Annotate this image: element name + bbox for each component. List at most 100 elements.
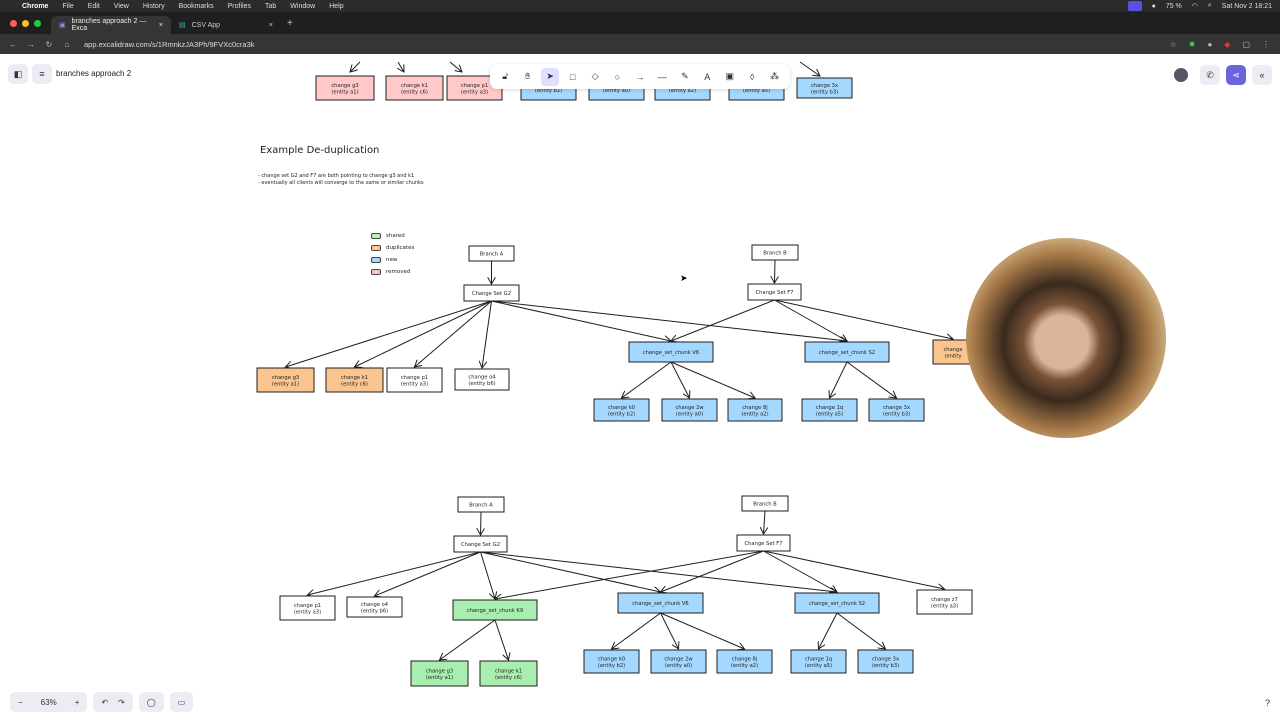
zoom-level[interactable]: 63% bbox=[40, 697, 57, 707]
sidebar-toggle-icon[interactable]: ◧ bbox=[8, 64, 28, 84]
image-tool-icon[interactable]: ▣ bbox=[725, 71, 734, 81]
extensions-puzzle-icon[interactable]: ▢ bbox=[1242, 39, 1250, 49]
arrow[interactable] bbox=[763, 550, 838, 592]
diagram-node-b_8j[interactable]: change 8j(entity a2) bbox=[716, 649, 773, 674]
diagram-node-b_v6[interactable]: change_set_chunk V6 bbox=[617, 592, 704, 614]
arrow[interactable] bbox=[495, 550, 764, 599]
menu-kebab-icon[interactable]: ⋮ bbox=[1262, 39, 1270, 49]
diagram-node-a_f7[interactable]: Change Set F7 bbox=[747, 283, 802, 301]
arrow[interactable] bbox=[375, 551, 481, 596]
arrow[interactable] bbox=[415, 300, 492, 367]
close-tab-icon[interactable]: × bbox=[268, 21, 273, 29]
call-icon[interactable]: ✆ bbox=[1200, 65, 1220, 85]
zoom-in-button[interactable]: + bbox=[74, 697, 80, 707]
arrow[interactable] bbox=[661, 550, 764, 592]
new-tab-button[interactable]: + bbox=[287, 17, 293, 29]
menu-file[interactable]: File bbox=[62, 2, 74, 10]
menu-tab[interactable]: Tab bbox=[264, 2, 277, 10]
arrow[interactable] bbox=[355, 300, 492, 367]
arrow[interactable] bbox=[660, 612, 745, 649]
diamond-tool-icon[interactable]: ◇ bbox=[591, 71, 599, 81]
help-icon[interactable]: ? bbox=[1264, 698, 1270, 708]
diagram-node-a_2w[interactable]: change 2w(entity a0) bbox=[661, 398, 718, 422]
arrow[interactable] bbox=[612, 612, 661, 649]
diagram-node-t1[interactable]: change g3(entity a1) bbox=[315, 75, 375, 101]
arrow[interactable] bbox=[398, 61, 404, 72]
diagram-node-b_bb[interactable]: Branch B bbox=[741, 495, 789, 512]
diagram-node-a_o4[interactable]: change o4(entity b6) bbox=[454, 368, 510, 391]
arrow[interactable] bbox=[308, 551, 481, 595]
menu-history[interactable]: History bbox=[142, 2, 165, 10]
menu-bookmarks[interactable]: Bookmarks bbox=[178, 2, 214, 10]
redo-icon[interactable]: ↷ bbox=[118, 697, 125, 707]
screen-record-icon[interactable] bbox=[1127, 1, 1142, 11]
menu-view[interactable]: View bbox=[113, 2, 129, 10]
search-icon[interactable]: ⌕ bbox=[1207, 2, 1212, 9]
diagram-node-b_1q[interactable]: change 1q(entity a5) bbox=[790, 649, 847, 674]
arrow[interactable] bbox=[491, 300, 672, 341]
arrow[interactable] bbox=[491, 300, 848, 341]
text-tool-icon[interactable]: A bbox=[704, 71, 711, 82]
arrow[interactable] bbox=[449, 61, 462, 72]
arrow[interactable] bbox=[494, 619, 509, 660]
arrow-tool-icon[interactable]: → bbox=[635, 71, 645, 82]
diagram-node-b_f7[interactable]: Change Set F7 bbox=[736, 534, 791, 552]
eraser-tool-icon[interactable]: ◊ bbox=[749, 71, 755, 82]
battery-label[interactable]: 75 % bbox=[1165, 2, 1182, 10]
diagram-node-b_o4[interactable]: change o4(entity b6) bbox=[346, 596, 403, 618]
more-tools-icon[interactable]: ⁂ bbox=[770, 71, 780, 81]
back-icon[interactable]: ← bbox=[9, 39, 17, 49]
arrow[interactable] bbox=[819, 612, 838, 649]
diagram-node-a_ba[interactable]: Branch A bbox=[468, 245, 515, 262]
diagram-node-a_g3[interactable]: change g3(entity a1) bbox=[256, 367, 315, 393]
clock[interactable]: Sat Nov 2 18:21 bbox=[1221, 2, 1272, 10]
menu-window[interactable]: Window bbox=[290, 2, 316, 10]
extension-icon[interactable]: ◆ bbox=[1224, 39, 1231, 49]
arrow[interactable] bbox=[774, 299, 848, 341]
minimize-window-button[interactable] bbox=[22, 19, 29, 27]
diagram-node-a_p1[interactable]: change p1(entity a3) bbox=[386, 367, 443, 393]
collaborator-avatar[interactable] bbox=[1174, 68, 1188, 82]
arrow[interactable] bbox=[775, 259, 776, 283]
diagram-node-b_3x[interactable]: change 3x(entity b3) bbox=[857, 649, 914, 674]
forward-icon[interactable]: → bbox=[27, 39, 35, 49]
diagram-node-b_k9[interactable]: change_set_chunk K9 bbox=[452, 599, 538, 621]
ellipse-tool-icon[interactable]: ○ bbox=[614, 71, 621, 82]
diagram-node-b_2w[interactable]: change 2w(entity a0) bbox=[650, 649, 707, 674]
tab-excalidraw[interactable]: ▣ branches approach 2 — Exca × bbox=[51, 16, 171, 34]
diagram-node-b_k1[interactable]: change k1(entity c6) bbox=[479, 660, 538, 687]
extension-icon[interactable]: ● bbox=[1207, 39, 1213, 49]
reload-icon[interactable]: ↻ bbox=[45, 39, 53, 49]
arrow[interactable] bbox=[622, 361, 672, 398]
close-window-button[interactable] bbox=[10, 19, 17, 27]
arrow[interactable] bbox=[480, 551, 838, 592]
arrow[interactable] bbox=[670, 361, 755, 398]
arrow[interactable] bbox=[799, 61, 820, 76]
collapse-sidebar-icon[interactable]: « bbox=[1252, 65, 1272, 85]
diagram-node-a_g2[interactable]: Change Set G2 bbox=[463, 284, 520, 302]
status-icon[interactable]: ● bbox=[1151, 2, 1156, 10]
arrow[interactable] bbox=[482, 300, 492, 368]
arrow[interactable] bbox=[763, 550, 945, 589]
share-button[interactable]: ⋖ bbox=[1226, 65, 1246, 85]
present-button[interactable]: ▭ bbox=[169, 692, 194, 712]
menu-edit[interactable]: Edit bbox=[87, 2, 100, 10]
diagram-node-b_ba[interactable]: Branch A bbox=[457, 496, 505, 513]
arrow[interactable] bbox=[846, 361, 897, 398]
undo-icon[interactable]: ↶ bbox=[101, 697, 109, 707]
comment-button[interactable]: ◯ bbox=[138, 692, 164, 712]
extension-icon[interactable]: ✹ bbox=[1188, 39, 1196, 49]
url-input[interactable]: app.excalidraw.com/s/1RmnkzJA3Ph/9FVXc0c… bbox=[84, 39, 255, 49]
maximize-window-button[interactable] bbox=[34, 19, 41, 27]
arrow[interactable] bbox=[836, 612, 886, 649]
arrow[interactable] bbox=[350, 61, 361, 72]
home-icon[interactable]: ⌂ bbox=[64, 39, 70, 49]
diagram-node-b_g3[interactable]: change g3(entity a1) bbox=[410, 660, 469, 687]
rectangle-tool-icon[interactable]: □ bbox=[569, 71, 576, 82]
diagram-node-a_8j[interactable]: change 8j(entity a2) bbox=[727, 398, 783, 422]
diagram-node-b_g2[interactable]: Change Set G2 bbox=[453, 535, 508, 553]
diagram-node-t2[interactable]: change k1(entity c6) bbox=[385, 75, 444, 101]
diagram-node-b_p1[interactable]: change p1(entity a3) bbox=[279, 595, 336, 621]
arrow[interactable] bbox=[670, 361, 690, 398]
arrow[interactable] bbox=[286, 300, 492, 367]
